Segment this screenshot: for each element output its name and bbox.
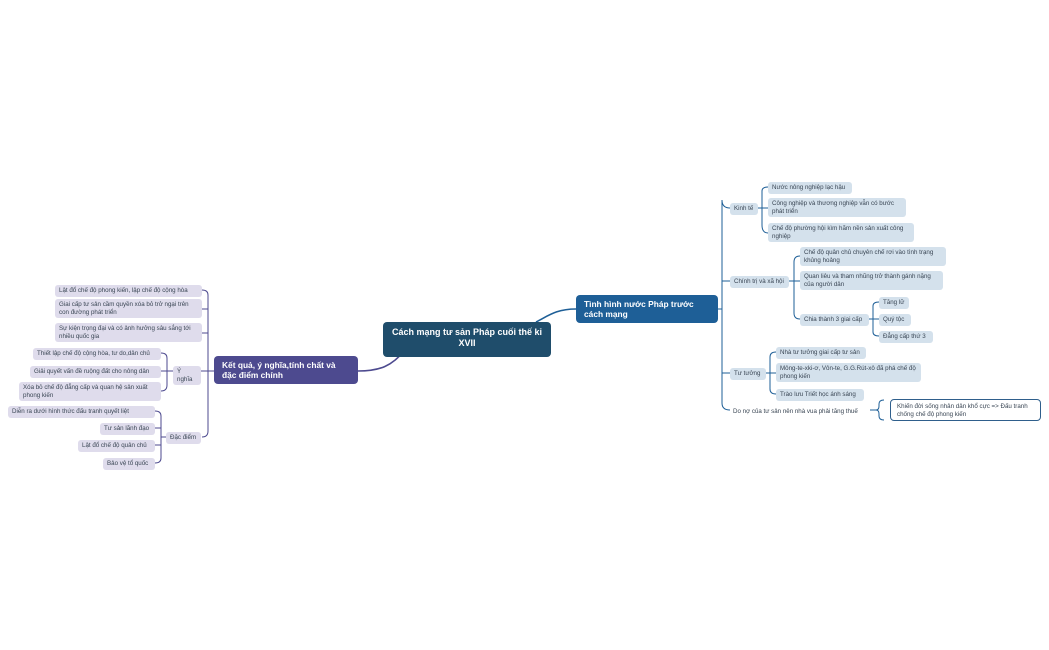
leaf-tang-lu[interactable]: Tăng lữ	[879, 297, 909, 309]
left-connectors	[154, 289, 214, 464]
leaf-y-nghia-2[interactable]: Giải quyết vấn đề ruộng đất cho nông dân	[30, 366, 161, 378]
leaf-chinh-tri-2[interactable]: Quan liêu và tham nhũng trở thành gánh n…	[800, 271, 943, 291]
leaf-ket-qua-1[interactable]: Lật đổ chế độ phong kiến, lập chế độ cộn…	[55, 285, 202, 297]
topic-chia-3-giai-cap[interactable]: Chia thành 3 giai cấp	[800, 314, 869, 326]
leaf-kinh-te-2[interactable]: Công nghiệp và thương nghiệp vẫn có bước…	[768, 198, 906, 218]
leaf-tu-tuong-3[interactable]: Trào lưu Triết học ánh sáng	[776, 389, 864, 401]
leaf-y-nghia-3[interactable]: Xóa bỏ chế độ đẳng cấp và quan hệ sản xu…	[19, 382, 161, 402]
leaf-dac-diem-1[interactable]: Diễn ra dưới hình thức đấu tranh quyết l…	[8, 406, 155, 418]
leaf-dac-diem-2[interactable]: Tư sản lãnh đạo	[100, 423, 155, 435]
summary-do-no-result[interactable]: Khiến đời sống nhân dân khổ cực => Đấu t…	[890, 399, 1041, 421]
leaf-y-nghia-1[interactable]: Thiết lập chế độ cộng hòa, tư do,dân chủ	[33, 348, 161, 360]
leaf-tu-tuong-2[interactable]: Mông-te-xki-ơ, Vôn-te, G.G.Rút-xô đã phá…	[776, 363, 921, 383]
topic-y-nghia[interactable]: Ý nghĩa	[173, 366, 201, 386]
topic-chinh-tri[interactable]: Chính trị và xã hội	[730, 276, 789, 288]
branch-results[interactable]: Kết quả, ý nghĩa,tính chất và đặc điểm c…	[214, 356, 358, 384]
connector-root-right	[535, 308, 577, 323]
topic-do-no[interactable]: Do nợ của tư sản nên nhà vua phải tăng t…	[733, 408, 858, 415]
leaf-dac-diem-4[interactable]: Bảo vệ tổ quốc	[103, 458, 155, 470]
leaf-ket-qua-2[interactable]: Giai cấp tư sản cầm quyền xóa bỏ trở ngạ…	[55, 299, 202, 319]
topic-tu-tuong[interactable]: Tư tưởng	[730, 368, 766, 380]
leaf-kinh-te-3[interactable]: Chế độ phường hội kìm hãm nền sản xuất c…	[768, 223, 914, 243]
leaf-ket-qua-3[interactable]: Sự kiện trọng đại và có ảnh hưởng sâu sắ…	[55, 323, 202, 343]
right-connectors	[718, 186, 885, 421]
leaf-tu-tuong-1[interactable]: Nhà tư tưởng giai cấp tư sản	[776, 347, 866, 359]
leaf-dac-diem-3[interactable]: Lật đổ chế độ quân chủ	[78, 440, 155, 452]
leaf-dang-cap-3[interactable]: Đẳng cấp thứ 3	[879, 331, 933, 343]
topic-dac-diem[interactable]: Đặc điểm	[166, 432, 201, 444]
topic-kinh-te[interactable]: Kinh tế	[730, 203, 758, 215]
root-topic[interactable]: Cách mạng tư sản Pháp cuối thế kỉ XVII	[383, 322, 551, 357]
branch-context[interactable]: Tình hình nước Pháp trước cách mạng	[576, 295, 718, 323]
leaf-quy-toc[interactable]: Quý tộc	[879, 314, 911, 326]
leaf-chinh-tri-1[interactable]: Chế độ quân chủ chuyên chế rơi vào tình …	[800, 247, 946, 267]
leaf-kinh-te-1[interactable]: Nước nông nghiệp lạc hậu	[768, 182, 852, 194]
